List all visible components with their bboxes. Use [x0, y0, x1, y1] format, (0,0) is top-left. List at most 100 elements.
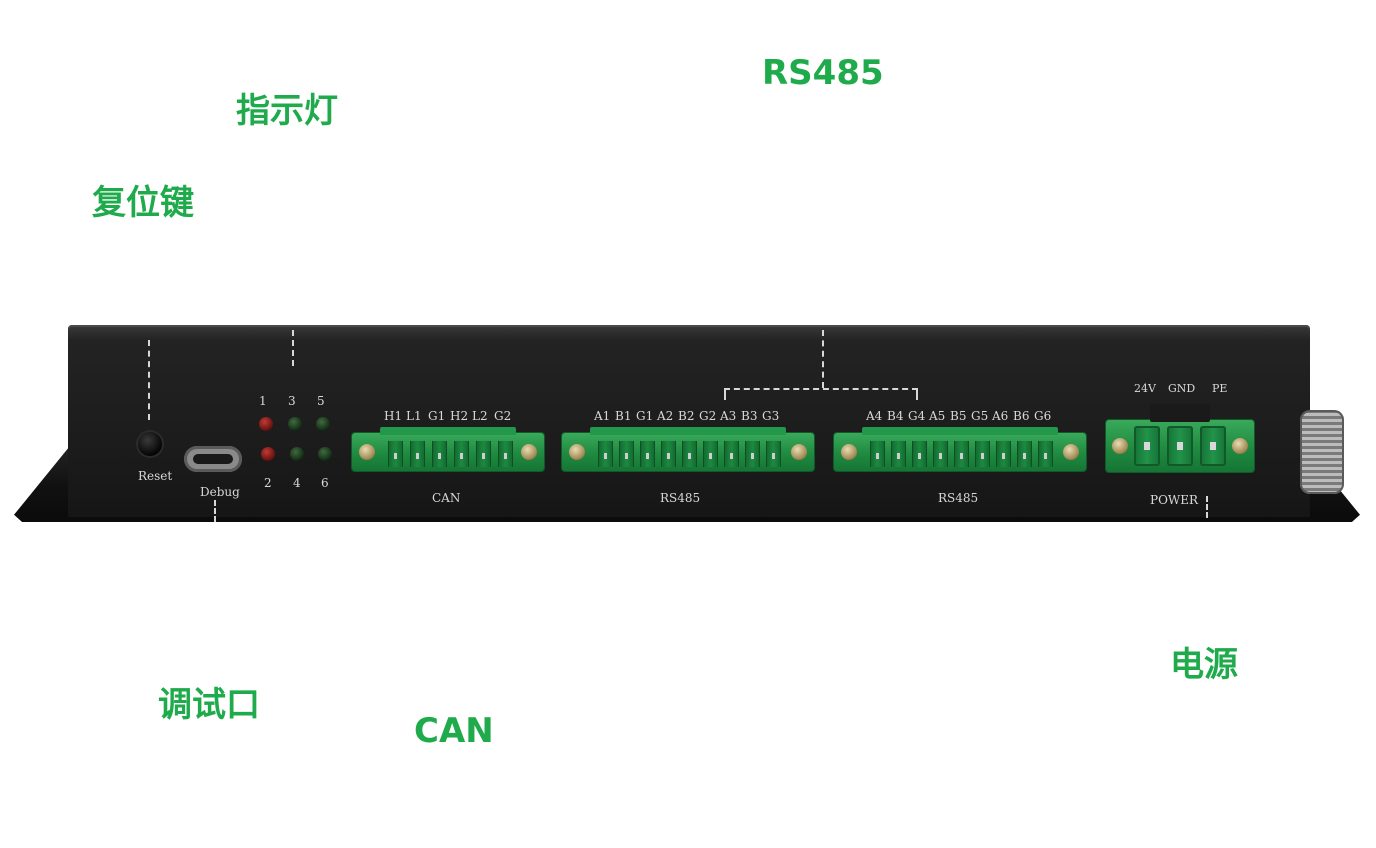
screw-icon [1232, 438, 1248, 454]
rs485-2-pin [996, 441, 1011, 467]
rs485-2-pin [954, 441, 969, 467]
rs485-1-pin-label: A2 [657, 409, 674, 423]
rs485-1-pin [724, 441, 739, 467]
rs485-2-pin-label: A5 [929, 409, 946, 423]
rs485-1-pin [640, 441, 655, 467]
led-number-5: 5 [317, 394, 325, 408]
led-4 [290, 447, 304, 461]
power-pin [1200, 426, 1226, 466]
device-front-panel [68, 325, 1310, 517]
led-2 [261, 447, 275, 461]
rs485-2-pin-label: B5 [950, 409, 967, 423]
rs485-2-pin [912, 441, 927, 467]
power-terminal-block[interactable] [1106, 404, 1254, 472]
led-1 [259, 417, 273, 431]
can-label: CAN [432, 491, 461, 505]
rs485-1-pin [745, 441, 760, 467]
rs485-1-pin [766, 441, 781, 467]
callout-debug-port: 调试口 [158, 685, 260, 725]
debug-label: Debug [200, 485, 240, 499]
rs485-1-pin-label: A3 [720, 409, 737, 423]
rs485-2-pin-label: A4 [866, 409, 883, 423]
power-pin-label-pe: PE [1212, 382, 1228, 395]
led-number-3: 3 [288, 394, 296, 408]
screw-icon [569, 444, 585, 460]
screw-icon [359, 444, 375, 460]
reset-button[interactable] [138, 432, 162, 456]
can-pin-label: H2 [450, 409, 469, 423]
can-pin [432, 441, 447, 467]
led-number-4: 4 [293, 476, 301, 490]
callout-indicator-lights: 指示灯 [236, 91, 338, 131]
can-terminal-block[interactable] [352, 427, 544, 471]
can-pin [476, 441, 491, 467]
rs485-terminal-block-2[interactable] [834, 427, 1086, 471]
rs485-1-pin [661, 441, 676, 467]
rs485-2-pin [933, 441, 948, 467]
rs485-1-pin [598, 441, 613, 467]
power-pin-label-gnd: GND [1168, 382, 1196, 395]
rs485-terminal-block-1[interactable] [562, 427, 814, 471]
can-pin-label: G2 [494, 409, 512, 423]
callout-power: 电源 [1170, 645, 1238, 685]
leader-power [1206, 496, 1208, 518]
rs485-2-pin-label: G6 [1034, 409, 1052, 423]
leader-debug [214, 500, 216, 522]
rs485-label-2: RS485 [938, 491, 979, 505]
leader-reset [148, 340, 150, 420]
rs485-1-pin-label: B1 [615, 409, 632, 423]
led-number-2: 2 [264, 476, 272, 490]
power-pin [1167, 426, 1193, 466]
rs485-1-pin-label: G2 [699, 409, 717, 423]
rs485-2-pin [1017, 441, 1032, 467]
rs485-1-pin [619, 441, 634, 467]
leader-leds [292, 330, 294, 366]
rs485-label-1: RS485 [660, 491, 701, 505]
led-3 [288, 417, 302, 431]
led-number-1: 1 [259, 394, 267, 408]
can-pin [388, 441, 403, 467]
leader-rs485-stem [822, 330, 824, 388]
rs485-1-pin-label: B2 [678, 409, 695, 423]
led-5 [316, 417, 330, 431]
power-pin-label-24v: 24V [1134, 382, 1156, 395]
rs485-2-pin-label: B6 [1013, 409, 1030, 423]
rs485-1-pin-label: G3 [762, 409, 780, 423]
rs485-2-pin-label: G5 [971, 409, 989, 423]
can-pin-label: L1 [406, 409, 422, 423]
rs485-2-pin-label: B4 [887, 409, 904, 423]
rs485-1-pin [703, 441, 718, 467]
can-pin-label: G1 [428, 409, 446, 423]
callout-can: CAN [414, 711, 494, 751]
callout-reset-key: 复位键 [92, 183, 194, 223]
rs485-2-pin [975, 441, 990, 467]
screw-icon [1112, 438, 1128, 454]
reset-label: Reset [138, 469, 173, 483]
leader-rs485-bar [724, 388, 918, 390]
led-6 [318, 447, 332, 461]
screw-icon [791, 444, 807, 460]
usb-c-debug-port[interactable] [184, 446, 242, 472]
rs485-2-pin [870, 441, 885, 467]
rs485-2-pin [891, 441, 906, 467]
screw-icon [1063, 444, 1079, 460]
led-number-6: 6 [321, 476, 329, 490]
rs485-1-pin-label: A1 [594, 409, 611, 423]
power-pin [1134, 426, 1160, 466]
can-pin [498, 441, 513, 467]
rs485-2-pin-label: G4 [908, 409, 926, 423]
rs485-2-pin-label: A6 [992, 409, 1009, 423]
can-pin [410, 441, 425, 467]
rs485-2-pin [1038, 441, 1053, 467]
screw-icon [521, 444, 537, 460]
leader-rs485-right [916, 388, 918, 400]
rs485-1-pin-label: B3 [741, 409, 758, 423]
can-pin-label: H1 [384, 409, 403, 423]
screw-icon [841, 444, 857, 460]
rs485-1-pin [682, 441, 697, 467]
can-pin-label: L2 [472, 409, 488, 423]
leader-rs485-left [724, 388, 726, 400]
can-pin [454, 441, 469, 467]
rs485-1-pin-label: G1 [636, 409, 654, 423]
callout-rs485: RS485 [762, 53, 884, 93]
